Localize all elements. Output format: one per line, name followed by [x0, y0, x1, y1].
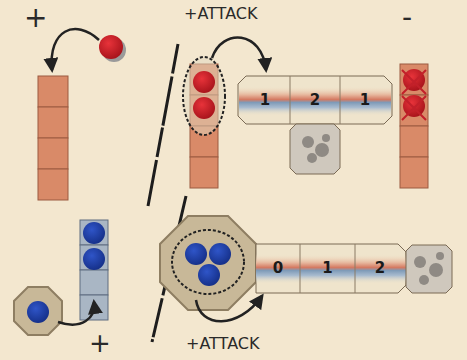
tile-number: 2: [310, 93, 320, 108]
tile-cell: 2: [357, 248, 403, 288]
rule-label: +ATTACK: [184, 6, 257, 22]
rule-label: +: [89, 330, 111, 356]
tile-cell: 1: [242, 80, 288, 120]
rule-label: +: [24, 4, 47, 32]
rule-label: +ATTACK: [186, 336, 259, 352]
tile-number: 1: [360, 93, 370, 108]
rule-label: -: [402, 4, 412, 32]
tile-number: 1: [260, 93, 270, 108]
tile-cell: 0: [258, 248, 298, 288]
tile-cell: 2: [292, 80, 338, 120]
tile-number: 2: [375, 261, 385, 276]
tile-cell: 1: [342, 80, 388, 120]
tile-cell: 1: [302, 248, 353, 288]
tile-number: 0: [273, 261, 283, 276]
tile-number: 1: [322, 261, 332, 276]
